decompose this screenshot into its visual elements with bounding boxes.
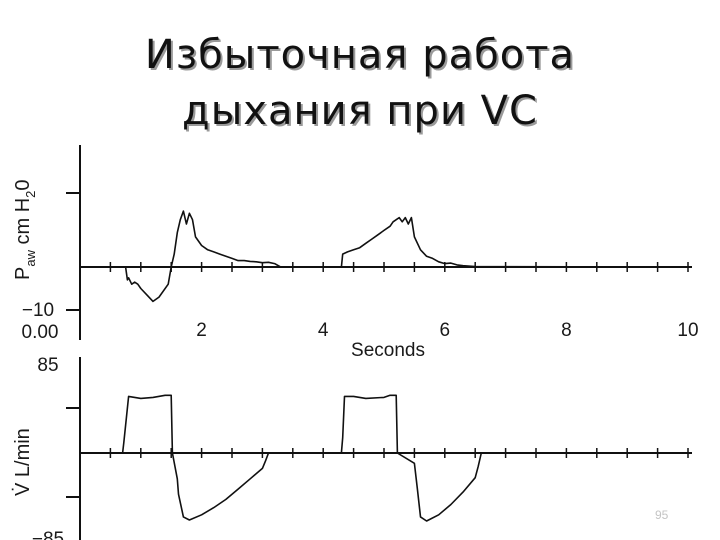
flow-y-tick-label-top: 85 (37, 355, 58, 376)
page-number: 95 (655, 508, 669, 522)
x-axis-label: Seconds (351, 340, 425, 361)
pressure-x-tick-label: 10 (677, 320, 698, 341)
pressure-x-tick-labels: 0.00 2 4 6 8 10 (22, 320, 699, 343)
pressure-x-tick-label: 2 (196, 320, 207, 341)
pressure-y-ticks (66, 192, 80, 311)
pressure-trace (80, 210, 689, 303)
pressure-x-tick-label: 0.00 (22, 322, 59, 343)
pressure-y-axis-label: Paw cm H20 (12, 179, 38, 280)
pressure-y-tick-label: −10 (22, 300, 54, 321)
pressure-x-tick-label: 6 (440, 320, 451, 341)
flow-y-axis-label: V̇ L/min (12, 428, 34, 496)
flow-trace (80, 394, 688, 522)
flow-y-tick-label-bottom: −85 (32, 529, 64, 540)
flow-y-ticks (66, 407, 80, 498)
pressure-x-tick-label: 4 (318, 320, 329, 341)
pressure-x-tick-label: 8 (561, 320, 572, 341)
slide-title-line-1: Избыточная работа (144, 32, 576, 78)
slide-title-line-2: дыхания при VC (182, 88, 538, 134)
